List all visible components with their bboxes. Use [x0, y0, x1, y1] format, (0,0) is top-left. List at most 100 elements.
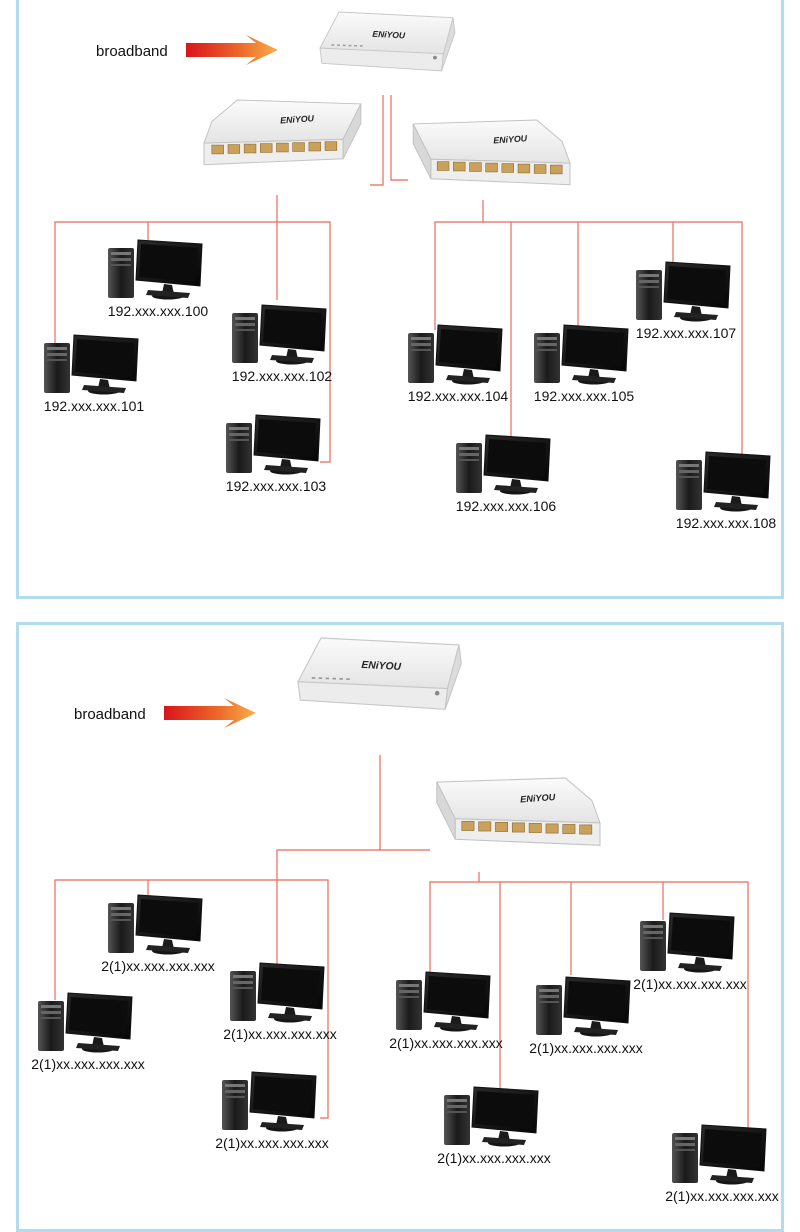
computer-node: 192.xxx.xxx.100: [107, 239, 209, 319]
broadband-label: broadband: [96, 43, 168, 60]
network-cable: [434, 200, 484, 330]
port-icon: [511, 822, 525, 833]
port-icon: [501, 163, 514, 173]
router-icon: ENiYOU: [297, 637, 462, 710]
computer-node: 2(1)xx.xxx.xxx.xxx: [389, 971, 503, 1051]
router-icon: ENiYOU: [319, 11, 456, 72]
computer-node: 192.xxx.xxx.101: [43, 334, 144, 414]
network-cable: [390, 95, 408, 181]
port-icon: [260, 143, 273, 153]
port-icon: [211, 144, 224, 155]
ip-address-label: 192.xxx.xxx.104: [408, 388, 509, 404]
computer-node: 2(1)xx.xxx.xxx.xxx: [437, 1086, 551, 1166]
port-icon: [562, 824, 576, 834]
desktop-computer-icon: [535, 976, 631, 1037]
desktop-computer-icon: [533, 324, 629, 385]
computer-node: 2(1)xx.xxx.xxx.xxx: [31, 992, 145, 1072]
computer-node: 192.xxx.xxx.108: [675, 451, 777, 531]
port-icon: [545, 823, 559, 834]
network-cable: [483, 221, 743, 460]
ip-address-label: 192.xxx.xxx.100: [108, 303, 209, 319]
port-icon: [478, 821, 492, 832]
network-cable: [277, 221, 331, 463]
desktop-computer-icon: [107, 894, 203, 955]
ip-address-label: 192.xxx.xxx.107: [636, 325, 737, 341]
network-cable: [479, 881, 749, 1130]
network-cable: [54, 755, 381, 1000]
desktop-computer-icon: [671, 1124, 767, 1185]
desktop-computer-icon: [675, 451, 771, 512]
port-icon: [517, 163, 531, 174]
switch-icon: ENiYOU: [412, 119, 571, 186]
computer-node: 2(1)xx.xxx.xxx.xxx: [529, 976, 643, 1056]
switch-icon: ENiYOU: [435, 777, 601, 846]
broadband-arrow-icon: [164, 698, 256, 728]
computer-node: 192.xxx.xxx.105: [533, 324, 634, 404]
port-icon: [243, 143, 257, 154]
port-icon: [533, 164, 547, 174]
desktop-computer-icon: [395, 971, 491, 1032]
port-icon: [276, 142, 289, 153]
port-icon: [528, 823, 542, 833]
port-icon: [308, 141, 321, 152]
computer-node: 2(1)xx.xxx.xxx.xxx: [215, 1071, 329, 1151]
ip-address-label: 192.xxx.xxx.108: [676, 515, 777, 531]
brand-logo: ENiYOU: [361, 660, 402, 673]
computer-node: 192.xxx.xxx.103: [225, 414, 327, 494]
switch-icon: ENiYOU: [203, 99, 362, 166]
broadband-arrow-icon: [186, 35, 278, 65]
computer-node: 192.xxx.xxx.106: [455, 434, 557, 514]
ip-address-label: 192.xxx.xxx.106: [456, 498, 557, 514]
port-icon: [579, 824, 593, 835]
computer-node: 192.xxx.xxx.102: [231, 304, 333, 384]
port-icon: [469, 162, 482, 172]
desktop-computer-icon: [37, 992, 133, 1053]
desktop-computer-icon: [231, 304, 327, 365]
port-icon: [436, 161, 450, 171]
desktop-computer-icon: [107, 239, 203, 300]
network-cable: [277, 879, 329, 1119]
port-icon: [485, 162, 498, 173]
desktop-computer-icon: [225, 414, 321, 475]
desktop-computer-icon: [635, 261, 731, 322]
port-icon: [550, 164, 563, 175]
computer-node: 2(1)xx.xxx.xxx.xxx: [665, 1124, 779, 1204]
port-icon: [292, 142, 305, 152]
broadband-label: broadband: [74, 706, 146, 723]
brand-logo: ENiYOU: [520, 792, 556, 804]
desktop-computer-icon: [443, 1086, 539, 1147]
diagram-bottom: broadbandENiYOUENiYOU2(1)xx.xxx.xxx.xxx2…: [31, 637, 779, 1204]
brand-logo: ENiYOU: [493, 133, 528, 145]
ip-address-label: 2(1)xx.xxx.xxx.xxx: [215, 1135, 329, 1151]
ip-address-label: 2(1)xx.xxx.xxx.xxx: [101, 958, 215, 974]
ip-address-label: 2(1)xx.xxx.xxx.xxx: [665, 1188, 779, 1204]
ip-address-label: 2(1)xx.xxx.xxx.xxx: [223, 1026, 337, 1042]
network-cable: [429, 872, 480, 975]
computer-node: 2(1)xx.xxx.xxx.xxx: [223, 962, 337, 1042]
brand-logo: ENiYOU: [372, 29, 406, 41]
computer-node: 2(1)xx.xxx.xxx.xxx: [101, 894, 215, 974]
desktop-computer-icon: [639, 912, 735, 973]
desktop-computer-icon: [221, 1071, 317, 1132]
computer-node: 2(1)xx.xxx.xxx.xxx: [633, 912, 747, 992]
desktop-computer-icon: [229, 962, 325, 1023]
desktop-computer-icon: [43, 334, 139, 395]
ip-address-label: 192.xxx.xxx.103: [226, 478, 327, 494]
ip-address-label: 192.xxx.xxx.102: [232, 368, 333, 384]
ip-address-label: 2(1)xx.xxx.xxx.xxx: [437, 1150, 551, 1166]
ip-address-label: 2(1)xx.xxx.xxx.xxx: [389, 1035, 503, 1051]
diagram-top: broadbandENiYOUENiYOUENiYOU192.xxx.xxx.1…: [43, 11, 777, 531]
ip-address-label: 2(1)xx.xxx.xxx.xxx: [31, 1056, 145, 1072]
network-cable: [370, 95, 384, 186]
ip-address-label: 2(1)xx.xxx.xxx.xxx: [529, 1040, 643, 1056]
port-icon: [324, 141, 338, 151]
brand-logo: ENiYOU: [280, 113, 315, 125]
ip-address-label: 2(1)xx.xxx.xxx.xxx: [633, 976, 747, 992]
network-cable: [54, 195, 278, 350]
desktop-computer-icon: [407, 324, 503, 385]
computer-node: 192.xxx.xxx.104: [407, 324, 509, 404]
desktop-computer-icon: [455, 434, 551, 495]
port-icon: [495, 822, 508, 832]
port-icon: [453, 161, 466, 172]
